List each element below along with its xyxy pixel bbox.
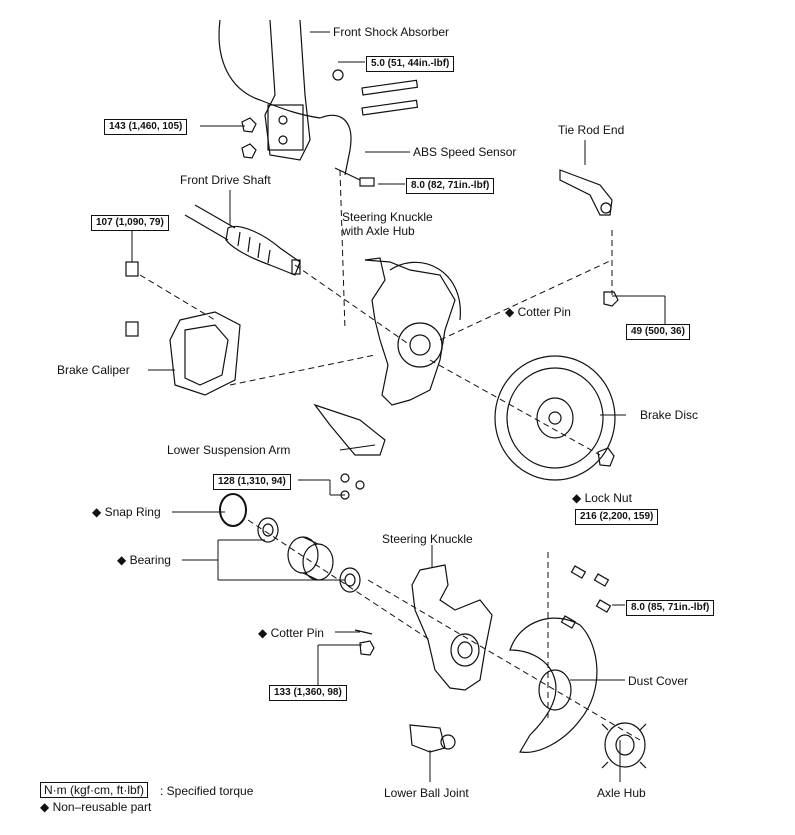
label-steering-knuckle-hub-line2: with Axle Hub <box>342 224 415 238</box>
label-steering-knuckle-hub-line1: Steering Knuckle <box>342 210 433 224</box>
legend-unit-text: : Specified torque <box>160 784 254 798</box>
legend-unit-box: N·m (kgf·cm, ft·lbf) <box>40 782 148 798</box>
tie-rod-end-drawing <box>559 169 619 307</box>
cotter-pin-upper-text: Cotter Pin <box>517 305 571 319</box>
axle-hub-drawing <box>601 722 647 769</box>
front-drive-shaft-drawing <box>184 204 301 276</box>
brake-caliper-drawing <box>125 261 241 396</box>
label-lower-ball-joint: Lower Ball Joint <box>384 786 469 800</box>
lock-nut-text: Lock Nut <box>584 491 632 505</box>
label-front-shock-absorber: Front Shock Absorber <box>333 25 450 39</box>
legend-non-reusable-text: Non–reusable part <box>52 800 152 814</box>
torque-box-216: 216 (2,200, 159) <box>575 509 659 525</box>
label-lower-suspension-arm: Lower Suspension Arm <box>167 443 291 457</box>
bearing-text: Bearing <box>129 553 171 567</box>
lower-suspension-arm-drawing <box>313 403 386 500</box>
label-lock-nut: ◆ Lock Nut <box>572 491 632 505</box>
steering-knuckle-hub-drawing <box>364 257 461 406</box>
label-steering-knuckle: Steering Knuckle <box>382 532 473 546</box>
cotter-pin-lower-text: Cotter Pin <box>270 626 324 640</box>
label-tie-rod-end: Tie Rod End <box>558 123 625 137</box>
dust-cover-bolts-drawing <box>560 565 612 629</box>
upper-bolts-drawing <box>241 69 419 187</box>
dust-cover-drawing <box>509 617 598 753</box>
brake-disc-drawing <box>494 355 616 481</box>
label-brake-caliper: Brake Caliper <box>57 363 130 377</box>
torque-box-49: 49 (500, 36) <box>626 324 690 340</box>
non-reusable-mark: ◆ <box>572 491 582 505</box>
torque-box-5-0: 5.0 (51, 44in.-lbf) <box>366 56 455 72</box>
label-front-drive-shaft: Front Drive Shaft <box>180 173 271 187</box>
steering-knuckle-drawing <box>354 564 493 691</box>
label-cotter-pin-lower: ◆ Cotter Pin <box>258 626 324 640</box>
torque-box-8-0-upper: 8.0 (82, 71in.-lbf) <box>406 178 495 194</box>
label-bearing: ◆ Bearing <box>117 553 171 567</box>
torque-box-143: 143 (1,460, 105) <box>104 119 188 135</box>
snap-ring-bearing-drawing <box>219 493 361 593</box>
torque-box-107: 107 (1,090, 79) <box>91 215 169 231</box>
label-brake-disc: Brake Disc <box>640 408 699 422</box>
label-abs-speed-sensor: ABS Speed Sensor <box>413 145 517 159</box>
legend-non-reusable: ◆ Non–reusable part <box>40 800 151 814</box>
label-snap-ring: ◆ Snap Ring <box>92 505 161 519</box>
assembly-center-lines <box>139 169 641 741</box>
non-reusable-mark: ◆ <box>258 626 268 640</box>
front-shock-absorber-drawing <box>218 19 352 176</box>
label-axle-hub: Axle Hub <box>597 786 646 800</box>
label-cotter-pin-upper: ◆ Cotter Pin <box>505 305 571 319</box>
torque-box-8-0-lower: 8.0 (85, 71in.-lbf) <box>626 600 715 616</box>
torque-box-133: 133 (1,360, 98) <box>269 685 347 701</box>
snap-ring-text: Snap Ring <box>104 505 161 519</box>
leader-lines <box>131 31 666 782</box>
non-reusable-mark: ◆ <box>92 505 102 519</box>
non-reusable-mark: ◆ <box>117 553 127 567</box>
label-dust-cover: Dust Cover <box>628 674 689 688</box>
lower-ball-joint-drawing <box>409 724 456 753</box>
torque-box-128: 128 (1,310, 94) <box>213 474 291 490</box>
non-reusable-mark: ◆ <box>40 800 50 814</box>
non-reusable-mark: ◆ <box>505 305 515 319</box>
